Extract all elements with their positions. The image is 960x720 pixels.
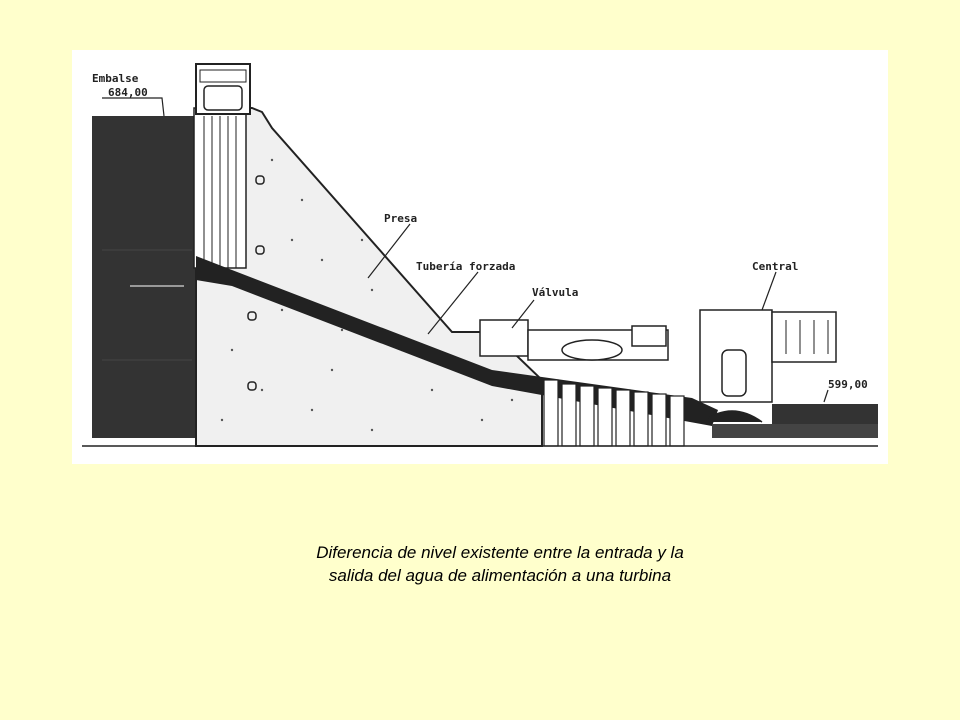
tailwater: [772, 404, 878, 424]
dam-cross-section-diagram: Embalse 684,00 Presa Tubería forzada Vál…: [72, 50, 888, 464]
label-outlet-level: 599,00: [828, 378, 868, 391]
caption-line-1: Diferencia de nivel existente entre la e…: [316, 543, 684, 562]
label-embalse-level: 684,00: [108, 86, 148, 99]
label-embalse: Embalse: [92, 72, 139, 85]
label-central: Central: [752, 260, 798, 273]
power-station: [699, 309, 837, 423]
label-tuberia-forzada: Tubería forzada: [416, 260, 515, 273]
label-presa: Presa: [384, 212, 417, 225]
penstock-pipe: [196, 256, 718, 426]
caption-line-2: salida del agua de alimentación a una tu…: [328, 566, 672, 585]
reservoir-water: [92, 116, 196, 438]
label-valvula: Válvula: [532, 286, 578, 299]
valve-house: [479, 319, 669, 361]
figure-caption: Diferencia de nivel existente entre la e…: [200, 541, 800, 587]
